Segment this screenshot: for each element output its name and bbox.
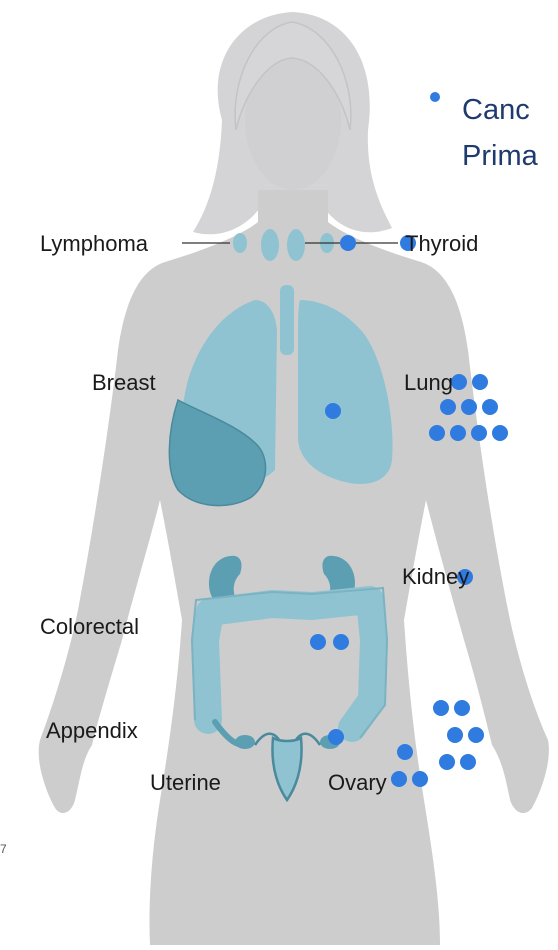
bullet-point-dot [430,92,440,102]
thyroid-right-lobe [287,229,305,261]
label-appendix: Appendix [46,720,138,742]
marker-dot-colorectal-region [333,634,349,650]
label-ovary: Ovary [328,772,387,794]
trachea [280,285,294,355]
bullet-text-line-1: Canc [462,96,530,125]
marker-dot-lung-cluster [451,374,467,390]
marker-dot-ovary-cluster [412,771,428,787]
marker-dot-ovary-cluster [391,771,407,787]
left-ovary [235,735,255,749]
label-colorectal: Colorectal [40,616,139,638]
marker-dot-ovary-cluster [439,754,455,770]
marker-dot-lung-cluster [472,374,488,390]
marker-dot-lung-cluster [461,399,477,415]
marker-dot-colorectal-region [310,634,326,650]
marker-dot-thyroid-region [340,235,356,251]
label-breast: Breast [92,372,156,394]
marker-dot-appendix-region [328,729,344,745]
page-number: 7 [0,843,7,855]
marker-dot-lung-cluster [429,425,445,441]
marker-dot-ovary-cluster [447,727,463,743]
marker-dot-lung-cluster [492,425,508,441]
marker-dot-ovary-cluster [433,700,449,716]
marker-dot-lung-region [325,403,341,419]
label-kidney: Kidney [402,566,469,588]
marker-dot-lung-cluster [471,425,487,441]
label-thyroid: Thyroid [405,233,478,255]
marker-dot-lung-cluster [440,399,456,415]
thyroid-left-lobe [261,229,279,261]
label-lung: Lung [404,372,453,394]
marker-dot-lung-cluster [450,425,466,441]
marker-dot-lung-cluster [482,399,498,415]
marker-dot-ovary-cluster [460,754,476,770]
label-lymphoma: Lymphoma [40,233,148,255]
marker-dot-ovary-cluster [454,700,470,716]
lymph-node-left [233,233,247,253]
bullet-text-line-2: Prima [462,142,538,171]
marker-dot-ovary-cluster [397,744,413,760]
marker-dot-ovary-cluster [468,727,484,743]
label-uterine: Uterine [150,772,221,794]
